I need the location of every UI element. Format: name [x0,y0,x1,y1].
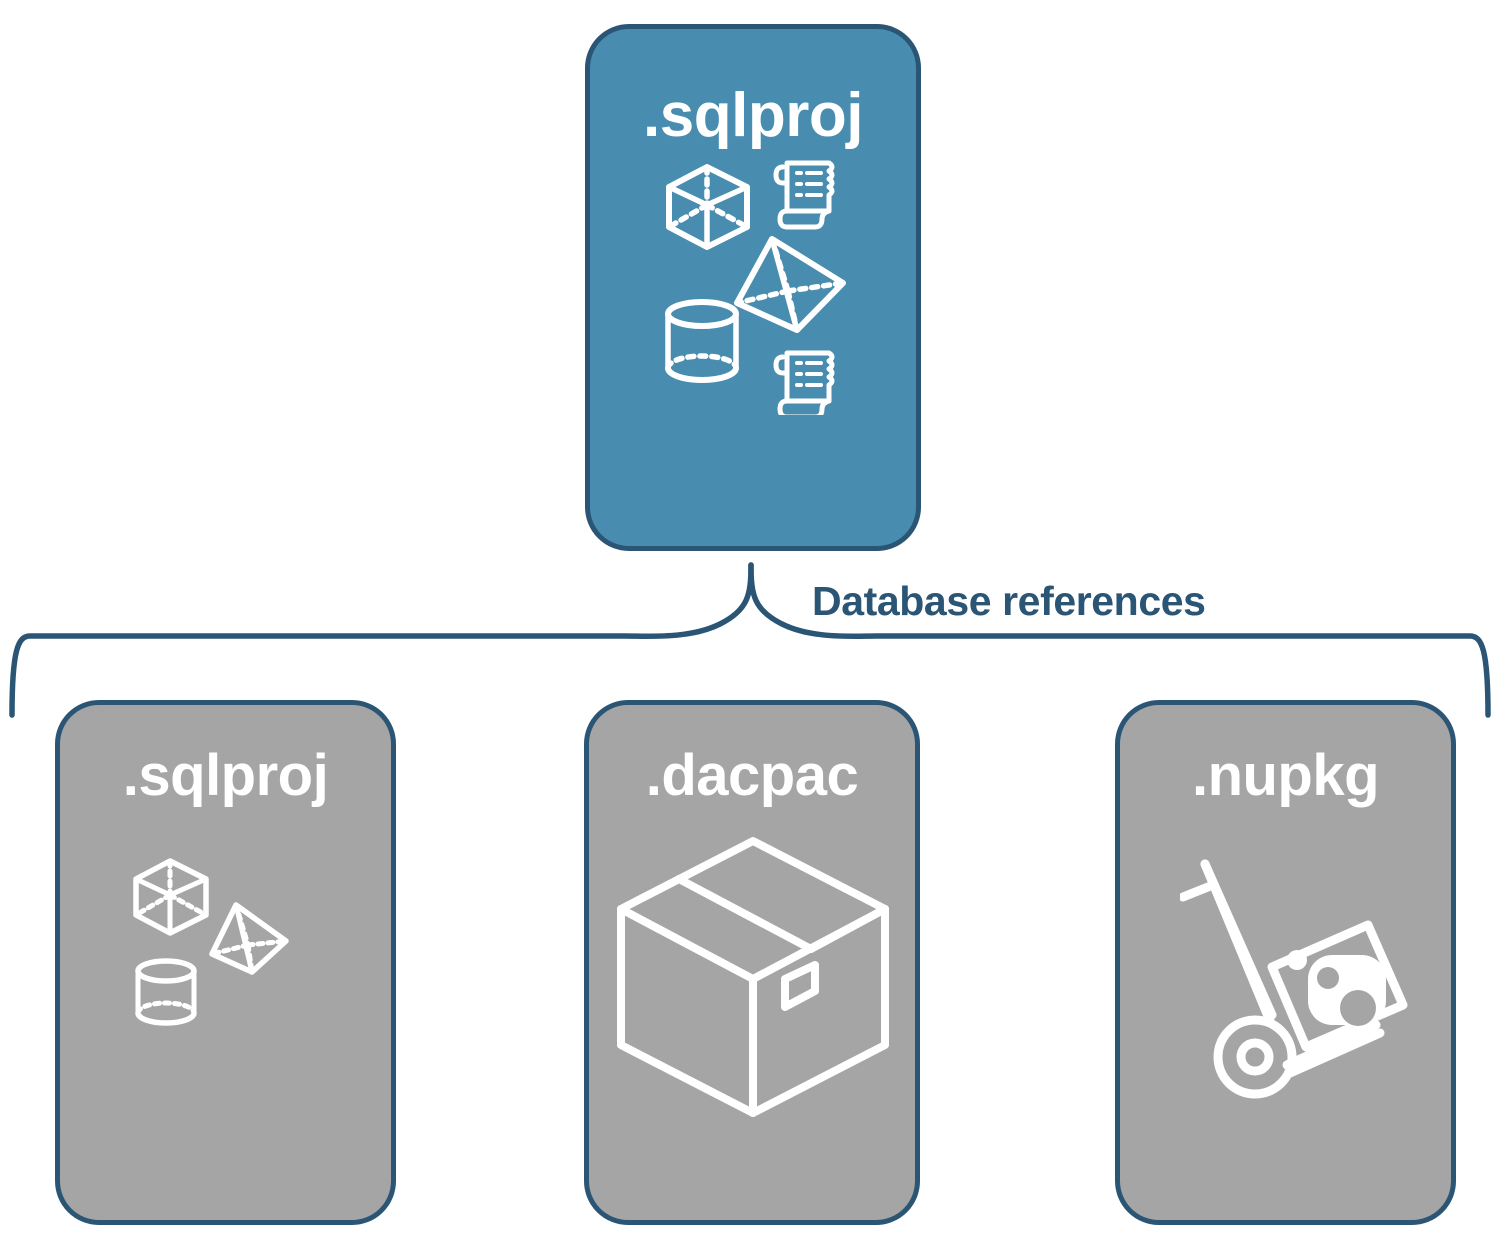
node-card-dacpac[interactable]: .dacpac [584,700,920,1225]
node-label-nupkg: .nupkg [1191,743,1380,808]
dacpac-icon-group [613,833,893,1119]
hand-truck-package-icon [1178,859,1408,1099]
node-label-dacpac: .dacpac [645,743,859,808]
node-card-sqlproj-root[interactable]: .sqlproj [585,24,921,551]
root-icon-group [655,155,855,420]
wireframe-cylinder-icon [135,958,197,1026]
brace-right-arm [748,562,1491,718]
scroll-script-icon [773,350,835,420]
sqlproj-ref-icon-group [128,855,328,1055]
scroll-script-icon [773,160,835,230]
wireframe-pyramid-icon [734,236,846,333]
database-references-connector [9,562,1491,718]
wireframe-cube-icon [133,858,209,936]
nupkg-icon-group [1178,845,1430,1110]
sqlproj-ref-icons-svg [133,858,289,1026]
wireframe-pyramid-icon [209,902,289,975]
wireframe-cube-icon [666,164,750,250]
node-label-sqlproj-root: .sqlproj [643,81,863,150]
root-icons-svg [665,160,846,420]
node-label-sqlproj-ref: .sqlproj [122,743,329,808]
wireframe-cylinder-icon [665,299,739,383]
brace-left-arm [9,562,754,718]
connector-label-database-references: Database references [812,578,1206,624]
shipping-box-icon [617,837,889,1117]
